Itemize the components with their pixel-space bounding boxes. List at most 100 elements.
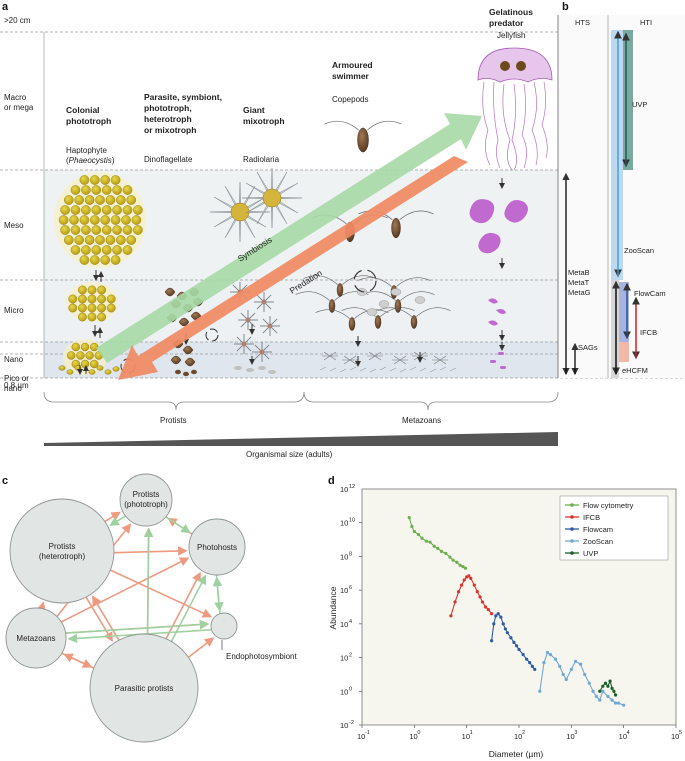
phaeocystis-cell	[97, 312, 107, 322]
phaeocystis-cell	[79, 215, 90, 225]
row-meso: Meso	[4, 221, 24, 230]
phaeocystis-cell	[64, 195, 74, 205]
data-point	[558, 664, 562, 668]
phaeocystis-cell	[91, 245, 102, 255]
copepod-larva	[389, 367, 397, 372]
copepod-body	[410, 315, 418, 329]
radiolaria-small	[234, 366, 242, 370]
x-tick-label: 10	[357, 732, 365, 741]
data-point	[573, 659, 578, 663]
copepod-egg	[366, 308, 378, 316]
data-point	[412, 529, 416, 534]
x-tick-label: 10	[619, 732, 627, 741]
data-point	[503, 627, 508, 631]
hti-header: HTI	[640, 18, 652, 27]
data-point	[545, 650, 550, 655]
copepod-body	[328, 299, 336, 313]
interaction-edge	[165, 571, 201, 640]
phaeocystis-cell	[116, 195, 126, 205]
copepod-body	[391, 217, 401, 239]
phaeocystis-cell	[100, 215, 110, 225]
copepod-nauplius	[392, 355, 408, 365]
col1-organism-2: (Phaeocystis)	[66, 156, 115, 165]
data-point	[530, 664, 534, 668]
x-tick-exponent: 0	[417, 730, 420, 736]
copepod-body	[394, 299, 402, 313]
series-line	[539, 651, 624, 706]
data-point	[459, 583, 464, 587]
x-tick-exponent: 1	[470, 730, 473, 736]
y-tick-exponent: 6	[349, 585, 352, 591]
data-point	[490, 639, 494, 643]
interaction-edge	[109, 515, 126, 526]
node-endo-label: Endophotosymbiont	[226, 652, 297, 661]
metat-label: MetaT	[568, 278, 590, 287]
phaeocystis-cell	[110, 255, 121, 265]
copepod-antenna	[377, 307, 451, 317]
radiolaria-core	[241, 341, 247, 347]
data-point	[616, 701, 621, 705]
copepod-nauplius	[322, 351, 338, 361]
data-point	[598, 689, 602, 693]
panel-a-letter: a	[2, 1, 9, 13]
node-protists-phototroph	[119, 473, 173, 527]
x-tick-exponent: -1	[365, 730, 370, 736]
phaeocystis-cell	[85, 351, 94, 360]
data-point	[444, 551, 448, 556]
row-pico-1: Pico or	[4, 374, 29, 383]
y-tick-label: 10	[340, 519, 348, 528]
phaeocystis-cell	[87, 285, 97, 295]
radiolaria-core	[259, 349, 265, 355]
copepod-larva	[379, 366, 387, 371]
phaeocystis-cell	[60, 205, 70, 215]
interaction-edge	[170, 574, 207, 642]
interaction-edge	[63, 653, 95, 669]
phaeocystis-cell	[78, 303, 87, 313]
phaeocystis-cell	[87, 294, 97, 304]
phaeocystis-cell	[101, 225, 112, 235]
x-tick-label: 10	[566, 732, 574, 741]
legend-box	[559, 495, 669, 561]
phaeocystis-cells-icon	[58, 175, 143, 375]
phaeocystis-cell	[70, 205, 81, 215]
data-point	[499, 615, 503, 619]
copepod-egg	[414, 296, 426, 304]
uvp-label: UVP	[632, 100, 647, 109]
copepod-egg	[378, 300, 390, 308]
node-photo-label-1: Protists	[133, 490, 160, 499]
legend-entry: IFCB	[583, 513, 600, 522]
phaeocystis-cell	[91, 225, 102, 235]
phaeocystis-cell	[100, 175, 110, 185]
copepod-antenna	[303, 275, 377, 285]
sags-label: SAGs	[578, 343, 598, 352]
dinoflagellate-cell	[184, 357, 196, 367]
data-point	[486, 608, 490, 612]
data-point	[428, 540, 432, 544]
data-point	[462, 578, 466, 582]
phaeocystis-cell	[101, 245, 112, 255]
row-macro-1: Macro	[4, 93, 27, 102]
phaeocystis-cell	[68, 294, 78, 304]
phaeocystis-cell	[122, 245, 133, 255]
col2-title-2: phototroph,	[144, 103, 192, 113]
row-micro: Micro	[4, 306, 24, 315]
phaeocystis-cell	[133, 225, 143, 235]
data-point	[455, 560, 459, 564]
plot-series	[407, 516, 626, 707]
copepod-body	[348, 317, 356, 331]
data-point	[613, 693, 618, 697]
data-point	[622, 703, 626, 707]
copepod-larva	[349, 366, 357, 371]
phaeocystis-cell	[79, 255, 90, 265]
legend-marker	[570, 515, 574, 519]
node-protists-heterotroph	[9, 498, 115, 604]
phaeocystis-cell	[64, 235, 74, 245]
data-point	[432, 544, 436, 548]
data-point	[509, 636, 513, 640]
col3-title-1: Giant	[243, 105, 265, 115]
y-tick-label: 10	[340, 721, 348, 730]
top-size-label: >20 cm	[4, 16, 31, 25]
node-het-label-2: (heterotroph)	[39, 552, 86, 561]
phaeocystis-cell	[131, 215, 142, 225]
node-het-label-1: Protists	[49, 542, 76, 551]
